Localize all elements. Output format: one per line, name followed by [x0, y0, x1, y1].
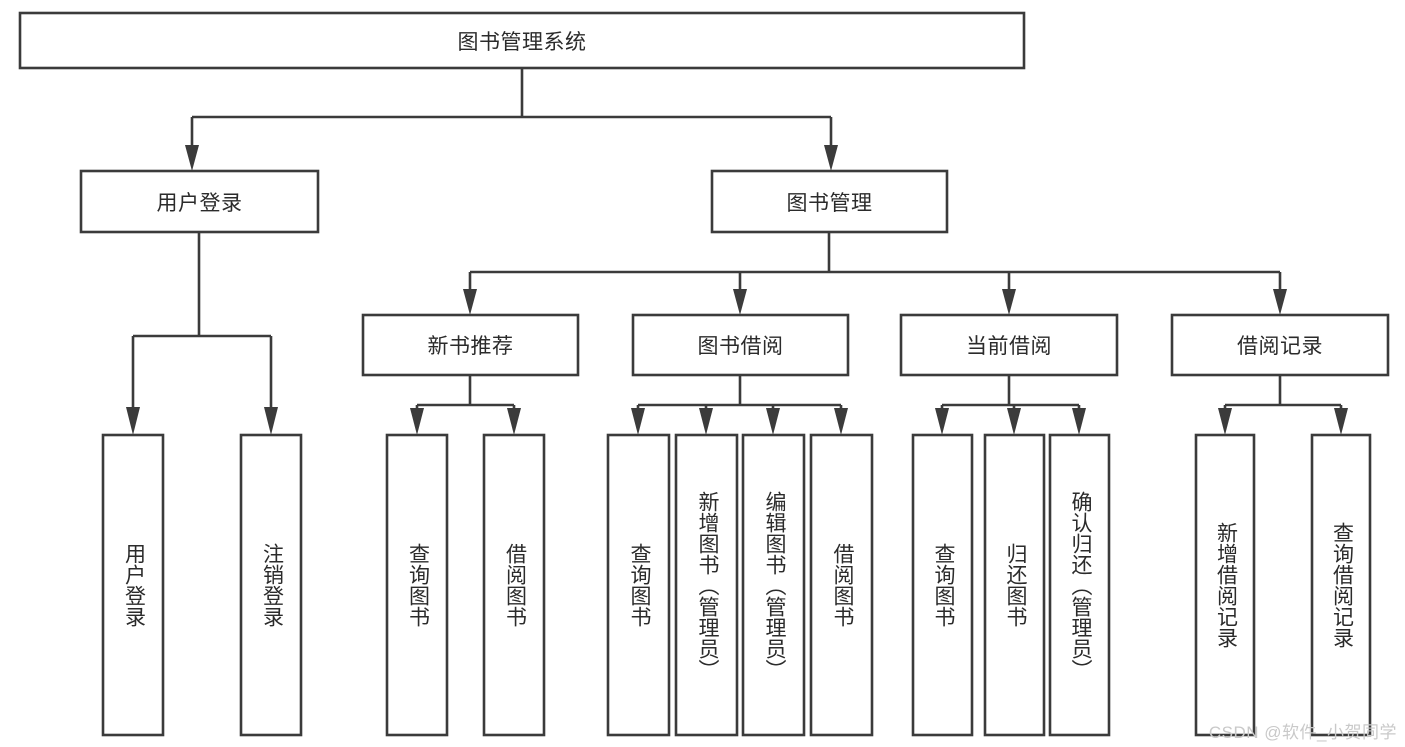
node-box-level2-0[interactable] — [79, 169, 320, 234]
connector-borrow-record-to-leaves — [1218, 375, 1348, 435]
node-box-leaf-10[interactable] — [1048, 433, 1111, 737]
node-box-leaf-6[interactable] — [741, 433, 806, 737]
connector-newbook-to-leaves — [410, 375, 521, 435]
node-box-level3-3[interactable] — [1170, 313, 1390, 377]
node-box-leaf-1[interactable] — [239, 433, 303, 737]
node-box-leaf-11[interactable] — [1194, 433, 1256, 737]
connector-borrow-to-leaves — [631, 375, 848, 435]
connector-current-borrow-to-leaves — [935, 375, 1086, 435]
node-box-level2-1[interactable] — [710, 169, 949, 234]
node-box-leaf-0[interactable] — [101, 433, 165, 737]
connector-book-mgmt-to-level3 — [463, 232, 1287, 315]
connector-user-login-to-leaves — [126, 232, 278, 435]
node-box-level3-2[interactable] — [899, 313, 1119, 377]
node-box-level3-0[interactable] — [361, 313, 580, 377]
node-box-root[interactable] — [18, 11, 1026, 70]
node-box-leaf-8[interactable] — [911, 433, 974, 737]
node-box-leaf-2[interactable] — [385, 433, 449, 737]
connector-root-to-level2 — [185, 68, 838, 171]
node-box-level3-1[interactable] — [631, 313, 850, 377]
node-box-leaf-3[interactable] — [482, 433, 546, 737]
node-box-leaf-9[interactable] — [983, 433, 1046, 737]
node-box-leaf-4[interactable] — [606, 433, 671, 737]
node-box-leaf-12[interactable] — [1310, 433, 1372, 737]
node-box-leaf-5[interactable] — [674, 433, 739, 737]
node-box-leaf-7[interactable] — [809, 433, 874, 737]
